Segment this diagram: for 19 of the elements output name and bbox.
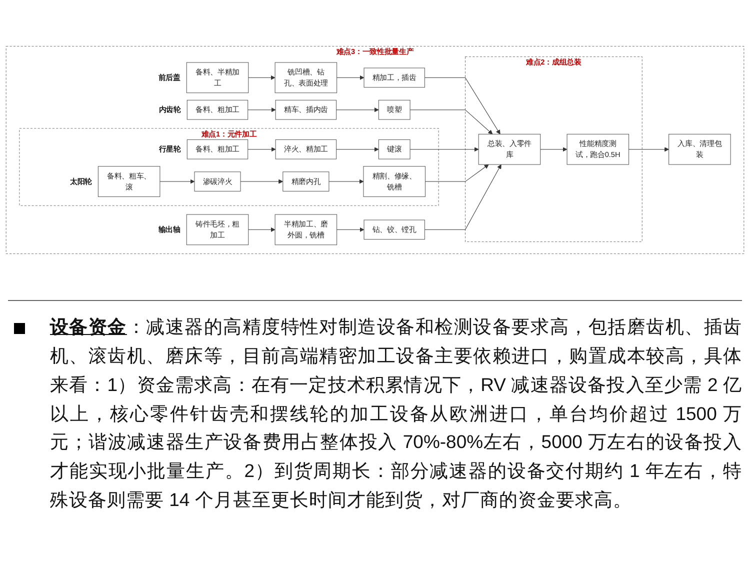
arrow	[336, 227, 364, 232]
arrow	[248, 227, 276, 232]
arrow	[424, 164, 489, 182]
arrow	[336, 75, 364, 80]
arrow	[336, 147, 379, 152]
arrow	[424, 164, 502, 230]
arrow	[240, 179, 284, 184]
arrow	[410, 147, 479, 152]
arrow	[160, 179, 195, 184]
arrow	[328, 179, 364, 184]
arrow	[540, 147, 568, 152]
arrow	[248, 108, 276, 112]
arrow	[248, 147, 276, 152]
arrow	[336, 108, 379, 112]
body-paragraph: 设备资金：减速器的高精度特性对制造设备和检测设备要求高，包括磨齿机、插齿机、滚齿机、磨床等，目前高端精密加工设备主要依赖进口，购置成本较高，具体来看：1）资金需求高：在有一定技术积累情况下，RV 减速器设备投入至少需 2 亿以上，核心零件针齿壳和摆线轮的加工设备从欧洲进口，单台均价超过 1500 万元；谐波减速器生产设备费用占整体投入 70%-80%左右，5000 万左右的设备投入才能实现小批量生产。2）到货周期长：部分减速器的设备交付期约 1 年左右，特殊设备则需要 14 个月甚至更长时间才能到货，对厂商的资金要求高。	[50, 315, 742, 512]
arrow	[410, 110, 493, 134]
arrow	[628, 147, 670, 152]
arrow	[248, 75, 276, 80]
arrow	[424, 77, 500, 134]
